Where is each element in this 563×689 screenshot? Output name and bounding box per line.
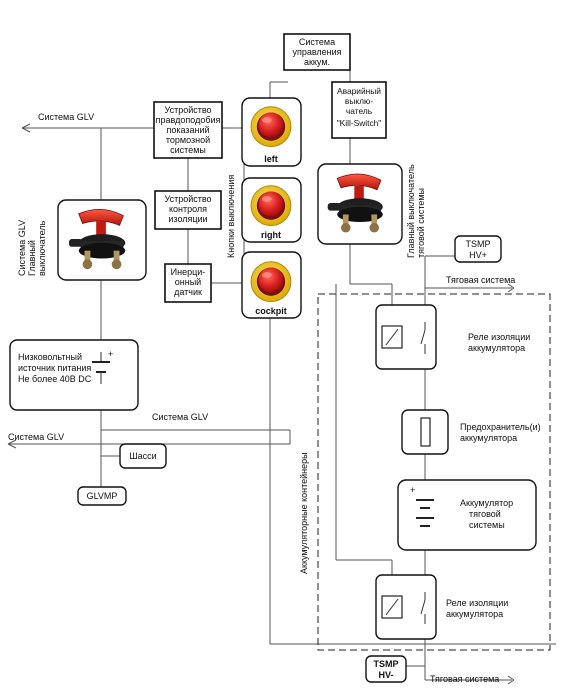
tractive-system-main-switch	[317, 163, 403, 245]
label-glv-system-top: Система GLV	[38, 112, 94, 122]
svg-text:Инерци-: Инерци-	[171, 267, 206, 277]
svg-text:Шасси: Шасси	[129, 451, 156, 461]
svg-text:аккумулятора: аккумулятора	[468, 343, 525, 353]
svg-text:аккумулятора: аккумулятора	[460, 433, 517, 443]
svg-text:онный: онный	[175, 277, 201, 287]
inertia-sensor: Инерци- онный датчик	[164, 263, 212, 303]
kill-switch: Аварийный выклю- чатель "Kill-Switch"	[331, 81, 387, 139]
label-glv-system-left: Система GLV	[8, 432, 64, 442]
svg-text:HV-: HV-	[378, 670, 393, 680]
tractive-system-accumulator: + Аккумулятор тяговой системы	[397, 479, 537, 551]
accumulator-fuse: Предохранитель(и) аккумулятора	[401, 409, 541, 455]
svg-text:Аккумулятор: Аккумулятор	[460, 498, 513, 508]
svg-text:cockpit: cockpit	[255, 306, 287, 316]
accumulator-container-boundary	[317, 293, 551, 651]
fuse-icon	[420, 417, 431, 447]
svg-text:Устройство: Устройство	[164, 194, 211, 204]
svg-text:+: +	[108, 349, 113, 359]
svg-text:left: left	[264, 154, 278, 164]
svg-text:GLVMP: GLVMP	[87, 491, 118, 501]
svg-text:тяговой: тяговой	[469, 509, 501, 519]
accumulator-isolation-relay-top: Реле изоляции аккумулятора	[375, 304, 530, 370]
svg-text:аккум.: аккум.	[304, 57, 330, 67]
svg-text:системы: системы	[170, 145, 206, 155]
svg-text:Устройство: Устройство	[164, 105, 211, 115]
svg-text:источник питания: источник питания	[18, 363, 91, 373]
svg-text:управления: управления	[292, 47, 341, 57]
svg-text:Предохранитель(и): Предохранитель(и)	[460, 422, 541, 432]
brake-plausibility-device: Устройство правдоподобия показаний тормо…	[153, 101, 223, 159]
tsmp-hv-plus: TSMP HV+	[454, 235, 502, 263]
glvmp: GLVMP	[77, 486, 127, 506]
svg-text:правдоподобия: правдоподобия	[156, 115, 221, 125]
svg-text:системы: системы	[469, 520, 505, 530]
label-shutdown-buttons: Кнопки выключения	[226, 175, 236, 258]
svg-text:Низковольтный: Низковольтный	[18, 352, 82, 362]
accumulator-isolation-relay-bottom: Реле изоляции аккумулятора	[375, 574, 508, 640]
label-main-switch-tractive: Главный выключатель тяговой системы	[406, 162, 426, 258]
svg-text:Не более 40В DC: Не более 40В DC	[18, 374, 92, 384]
svg-text:TSMP: TSMP	[465, 239, 490, 249]
svg-text:+: +	[410, 485, 415, 495]
label-tractive-system-top: Тяговая система	[446, 275, 515, 285]
svg-text:Система: Система	[299, 37, 335, 47]
emergency-stop-button-icon	[250, 106, 292, 148]
svg-text:"Kill-Switch": "Kill-Switch"	[337, 118, 382, 128]
label-main-switch-glv: Система GLV Главный выключатель	[17, 217, 47, 276]
label-glv-system-mid: Система GLV	[152, 412, 208, 422]
svg-text:показаний: показаний	[166, 125, 209, 135]
accumulator-management-system: Система управления аккум.	[283, 33, 351, 71]
svg-text:Реле изоляции: Реле изоляции	[446, 598, 508, 608]
shutdown-button-cockpit: cockpit	[241, 251, 302, 319]
svg-text:изоляции: изоляции	[168, 214, 207, 224]
svg-text:чатель: чатель	[346, 106, 373, 116]
low-voltage-source: + Низковольтный источник питания Не боле…	[9, 339, 139, 411]
label-accumulator-containers: Аккумуляторные контейнеры	[299, 452, 309, 574]
svg-text:контроля: контроля	[169, 204, 207, 214]
tsmp-hv-minus: TSMP HV-	[365, 655, 407, 683]
svg-text:Реле изоляции: Реле изоляции	[468, 332, 530, 342]
insulation-monitoring-device: Устройство контроля изоляции	[154, 190, 222, 230]
emergency-stop-button-icon	[250, 185, 292, 227]
emergency-stop-button-icon	[250, 261, 292, 303]
svg-text:Аварийный: Аварийный	[337, 86, 381, 96]
shutdown-button-right: right	[241, 177, 302, 243]
svg-text:тормозной: тормозной	[166, 135, 210, 145]
svg-text:HV+: HV+	[469, 250, 487, 260]
svg-text:датчик: датчик	[174, 287, 202, 297]
label-tractive-system-bottom: Тяговая система	[430, 674, 499, 684]
shutdown-button-left: left	[241, 97, 302, 167]
svg-text:выклю-: выклю-	[345, 96, 373, 106]
svg-text:TSMP: TSMP	[373, 659, 398, 669]
svg-text:аккумулятора: аккумулятора	[446, 609, 503, 619]
chassis: Шасси	[119, 443, 167, 469]
svg-text:right: right	[261, 230, 281, 240]
glv-main-switch	[57, 199, 147, 281]
